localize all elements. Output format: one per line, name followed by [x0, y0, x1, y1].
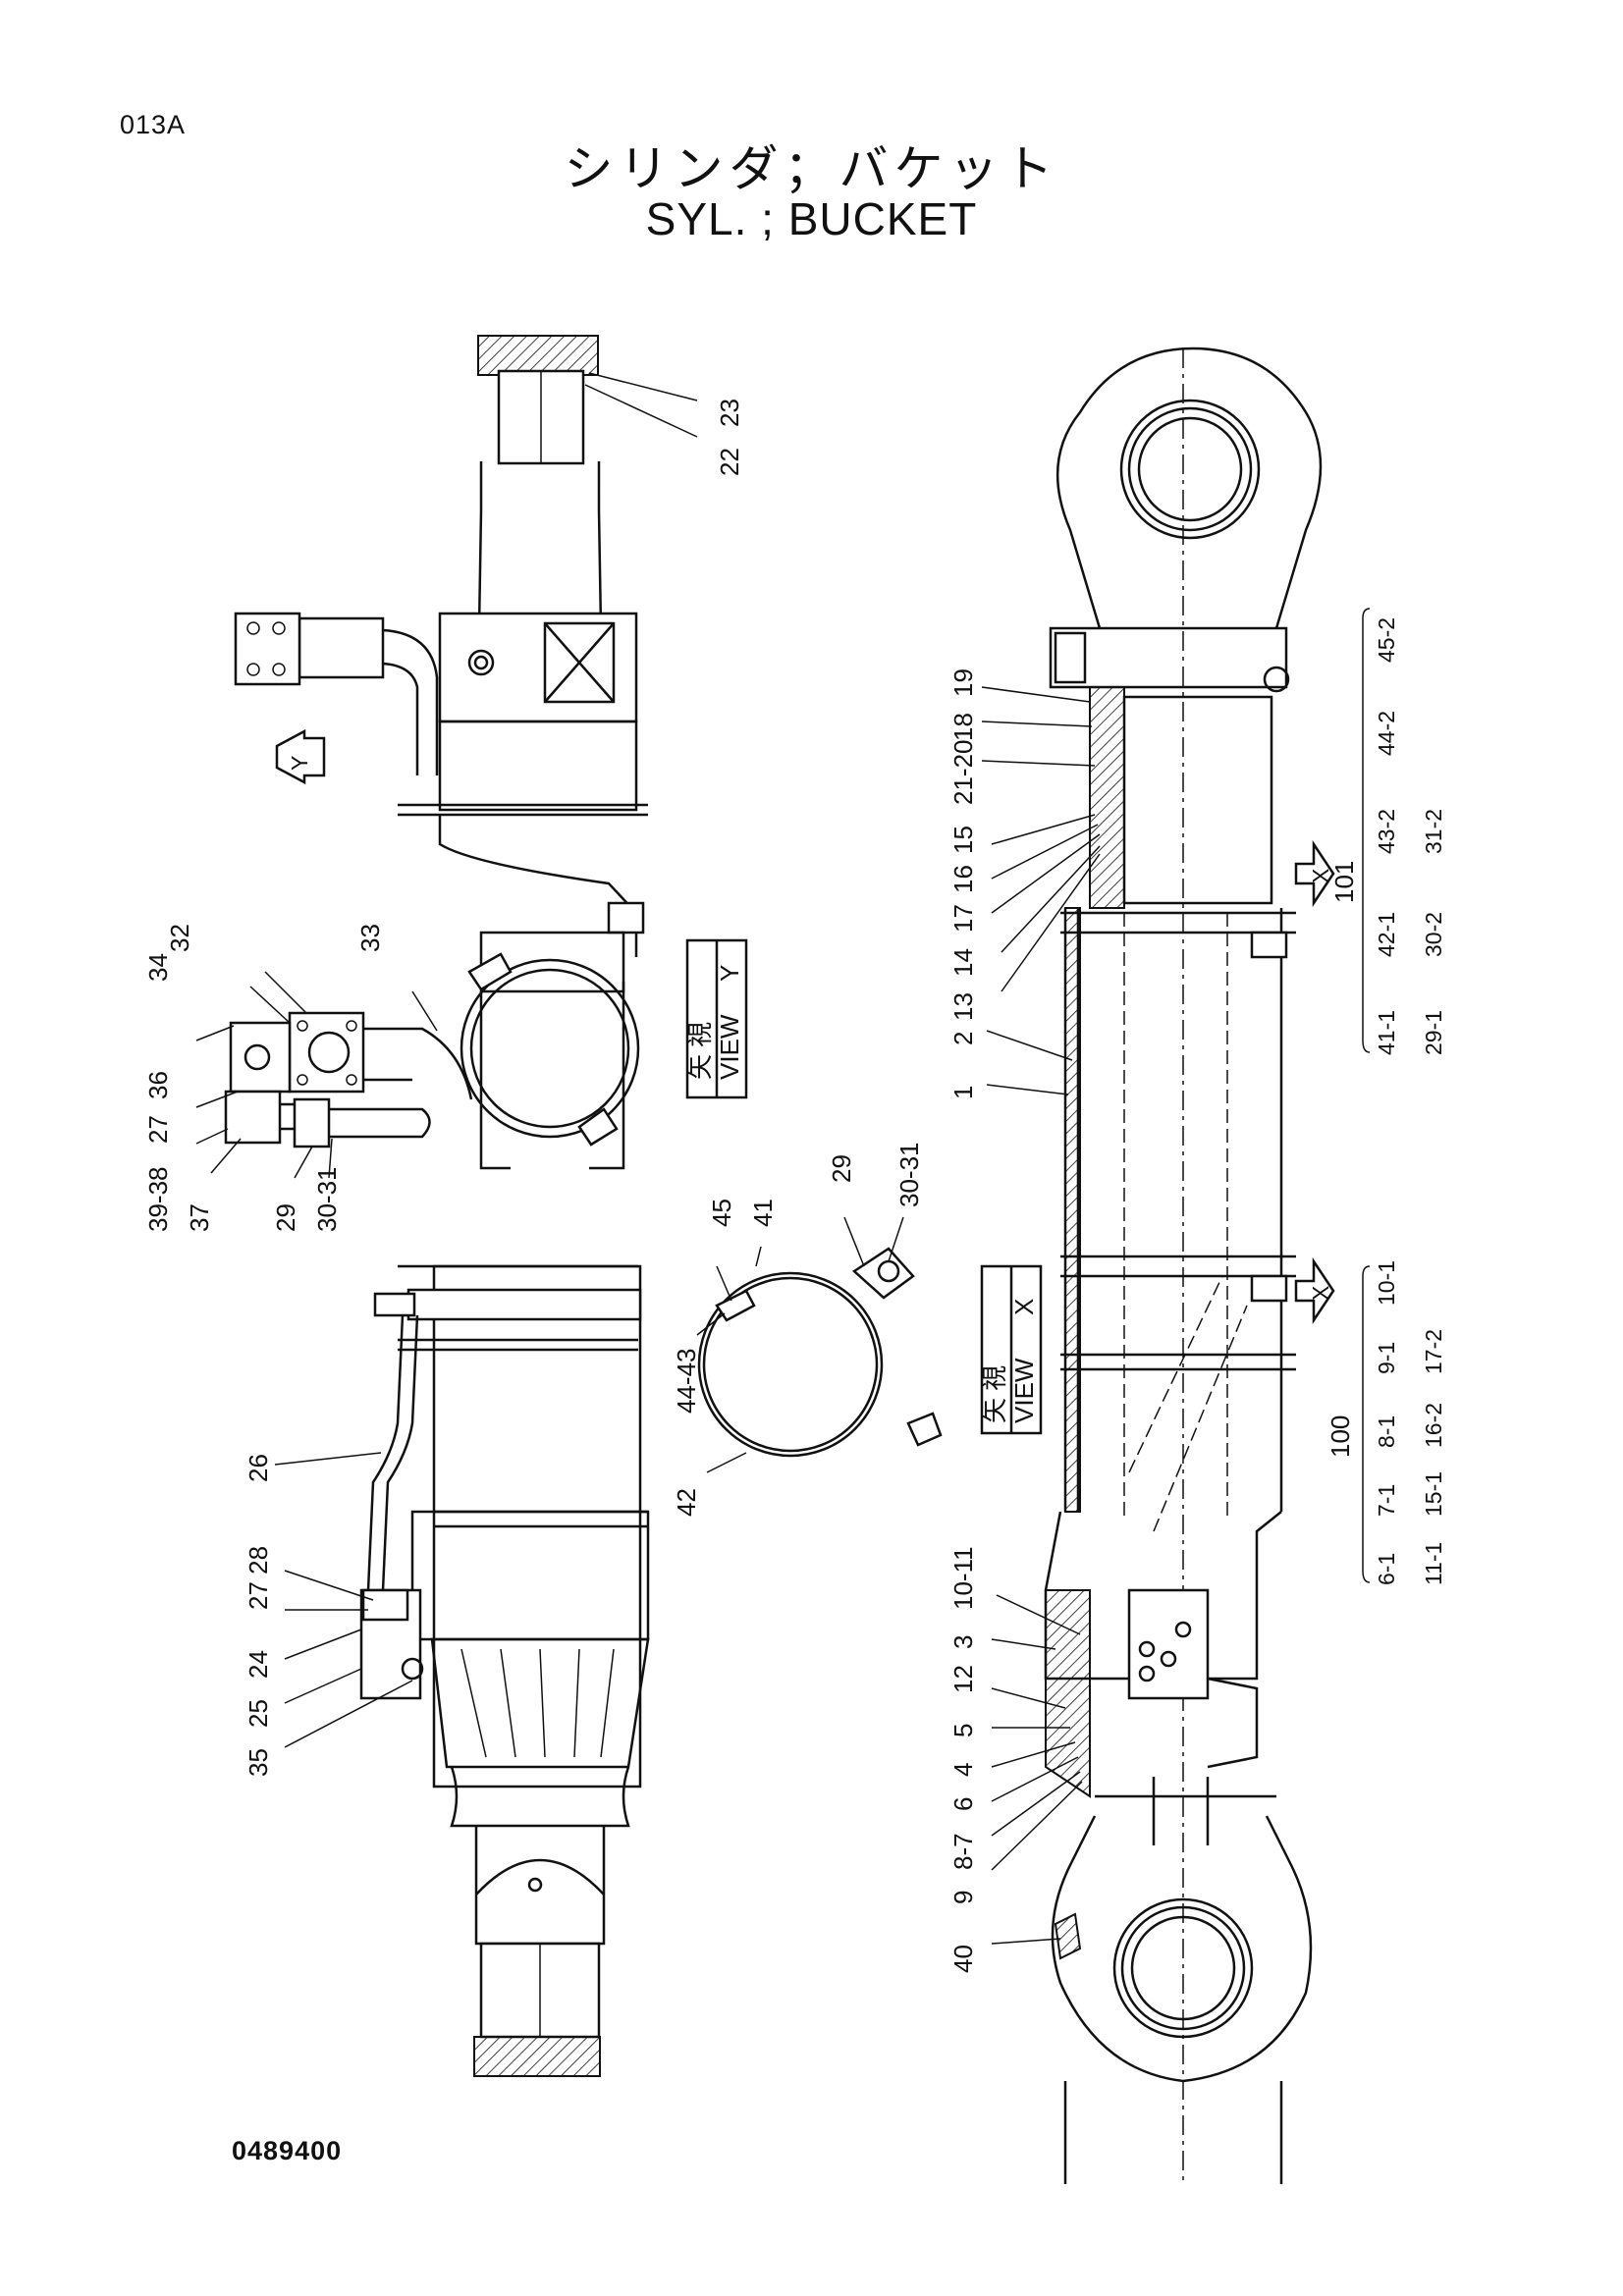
callout-30-31-view-y: 30-31 — [312, 1167, 342, 1233]
callout-6: 6 — [948, 1797, 978, 1811]
callout-44-43: 44-43 — [672, 1349, 701, 1415]
callout-32: 32 — [165, 924, 194, 952]
leader-lines — [195, 372, 1101, 1945]
callout-labels: 23 22 33 32 34 36 27 39-38 37 29 30-31 2… — [143, 399, 978, 1973]
callout-29-view-y: 29 — [271, 1203, 300, 1232]
arrow-y-letter: Y — [287, 756, 312, 771]
page-code: 013A — [120, 110, 187, 139]
view-x-label: 矢 視 VIEW X — [980, 1264, 1043, 1435]
kit-100-item: 9-1 — [1374, 1342, 1399, 1374]
kit-101-item: 41-1 — [1374, 1010, 1399, 1055]
kit-100-item: 8-1 — [1374, 1415, 1399, 1448]
kit-101-number: 101 — [1329, 861, 1359, 903]
callout-4: 4 — [948, 1763, 978, 1777]
callout-18: 18 — [948, 713, 978, 741]
kit-100-number: 100 — [1325, 1415, 1355, 1458]
view-x-kanji: 矢 視 — [980, 1365, 1009, 1423]
callout-17: 17 — [948, 904, 978, 933]
kit-101-bracket — [1362, 608, 1371, 1053]
callout-2: 2 — [948, 1032, 978, 1045]
callout-27-28: 27 28 — [243, 1546, 273, 1610]
callout-26: 26 — [243, 1454, 273, 1482]
callout-23: 23 — [715, 399, 744, 427]
view-y-word: VIEW — [715, 1014, 744, 1080]
kit-100-item: 10-1 — [1374, 1260, 1399, 1306]
callout-25: 25 — [243, 1699, 273, 1728]
callout-15: 15 — [948, 826, 978, 854]
kit-101-item: 42-1 — [1374, 912, 1399, 957]
arrow-x-upper-letter: X — [1308, 869, 1333, 883]
kit-101: 101 41-1 42-1 43-2 44-2 45-2 29-1 30-2 3… — [1329, 617, 1446, 1055]
callout-10-11: 10-11 — [948, 1546, 978, 1610]
kit-101-item: 31-2 — [1421, 809, 1446, 854]
kit-101-item: 45-2 — [1374, 617, 1399, 663]
callout-12: 12 — [948, 1665, 978, 1693]
view-y-label: 矢 視 VIEW Y — [685, 938, 748, 1099]
callout-5: 5 — [948, 1724, 978, 1737]
callout-8-7: 8-7 — [948, 1833, 978, 1870]
callout-14: 14 — [948, 948, 978, 977]
view-x-letter: X — [1009, 1299, 1039, 1315]
callout-19: 19 — [948, 668, 978, 697]
kit-100: 100 6-1 7-1 8-1 9-1 10-1 11-1 15-1 16-2 … — [1325, 1260, 1446, 1585]
clamp-detail — [697, 1247, 943, 1458]
callout-33: 33 — [355, 924, 385, 952]
callout-42: 42 — [672, 1488, 701, 1517]
arrow-x-lower-letter: X — [1308, 1286, 1333, 1301]
callout-36: 36 — [143, 1071, 173, 1099]
kit-101-item: 43-2 — [1374, 809, 1399, 854]
kit-100-item: 11-1 — [1421, 1542, 1446, 1585]
title-english: SYL. ; BUCKET — [645, 193, 978, 244]
kit-100-item: 16-2 — [1421, 1403, 1446, 1448]
kit-101-item: 29-1 — [1421, 1010, 1446, 1055]
kit-100-item: 17-2 — [1421, 1329, 1446, 1374]
title-japanese: シリンダ；バケット — [564, 140, 1059, 197]
callout-1: 1 — [948, 1086, 978, 1099]
kit-100-bracket — [1362, 1265, 1371, 1583]
callout-27-view-y: 27 — [143, 1115, 173, 1144]
kit-101-item: 30-2 — [1421, 912, 1446, 957]
callout-40: 40 — [948, 1945, 978, 1973]
view-y-letter: Y — [715, 965, 744, 982]
drawing-number: 0489400 — [232, 2136, 343, 2165]
view-y-kanji: 矢 視 — [685, 1022, 715, 1080]
kit-100-item: 15-1 — [1421, 1471, 1446, 1517]
callout-41: 41 — [748, 1199, 778, 1227]
callout-22: 22 — [715, 448, 744, 476]
callout-35: 35 — [243, 1748, 273, 1777]
left-side-view — [224, 335, 650, 2077]
callout-16: 16 — [948, 865, 978, 893]
callout-21-20: 21-20 — [948, 740, 978, 806]
callout-3: 3 — [948, 1635, 978, 1649]
kit-100-item: 7-1 — [1374, 1484, 1399, 1517]
callout-30-31-clamp: 30-31 — [894, 1143, 924, 1208]
callout-24: 24 — [243, 1650, 273, 1679]
right-section-view — [1044, 347, 1335, 2184]
callout-45: 45 — [707, 1199, 736, 1227]
view-x-word: VIEW — [1009, 1358, 1039, 1423]
callout-13: 13 — [948, 992, 978, 1021]
kit-101-item: 44-2 — [1374, 711, 1399, 756]
callout-39-38: 39-38 — [143, 1167, 173, 1233]
kit-100-item: 6-1 — [1374, 1553, 1399, 1585]
callout-29-clamp: 29 — [827, 1154, 856, 1183]
callout-9: 9 — [948, 1891, 978, 1904]
callout-34: 34 — [143, 953, 173, 982]
callout-37: 37 — [185, 1203, 214, 1232]
